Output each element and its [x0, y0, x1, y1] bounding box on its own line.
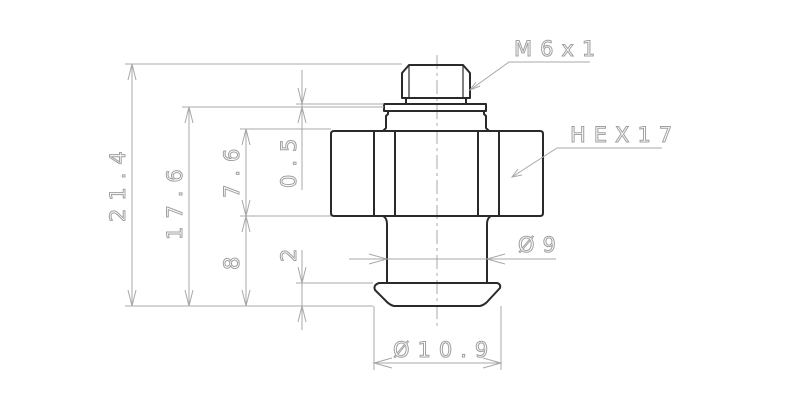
hex-callout: HEX17 — [570, 123, 680, 147]
flange-height-label: 2 — [277, 241, 301, 262]
hex-body — [330, 130, 544, 217]
dimension-lines — [125, 61, 662, 370]
dimension-labels: M6x1 HEX17 Ø9 Ø10.9 21.4 17.6 7.6 0.5 8 … — [106, 37, 680, 363]
collar-thickness-label: 0.5 — [277, 131, 301, 188]
collar — [383, 103, 487, 112]
overall-height-label: 21.4 — [106, 143, 130, 222]
thread-callout: M6x1 — [514, 37, 603, 61]
hex-to-bottom-label: 7.6 — [220, 141, 244, 198]
neck-height-label: 8 — [220, 249, 244, 270]
part-outline — [330, 64, 544, 307]
height-from-collar-label: 17.6 — [163, 161, 187, 240]
neck-diameter-label: Ø9 — [518, 233, 564, 257]
thread-stud — [401, 64, 471, 99]
bottom-flange — [373, 282, 502, 307]
neck — [382, 215, 492, 283]
flange-diameter-label: Ø10.9 — [393, 338, 496, 362]
